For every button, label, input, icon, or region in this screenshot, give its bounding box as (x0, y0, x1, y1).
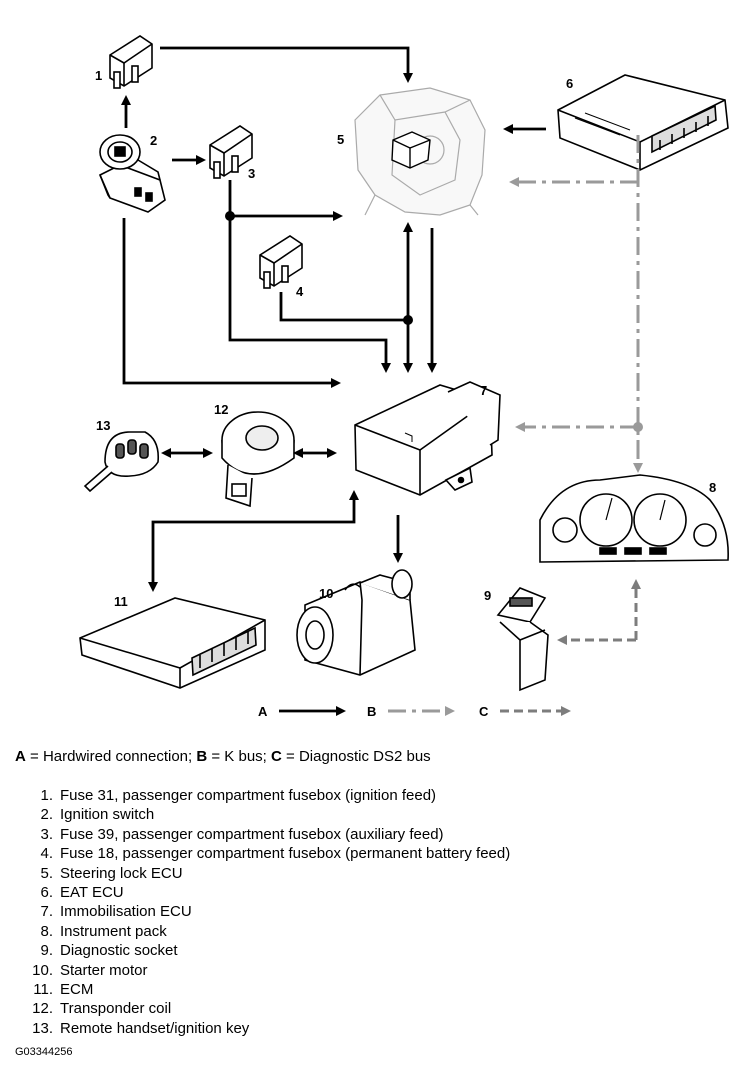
transponder-coil-icon (221, 411, 295, 508)
starter-motor-icon (296, 569, 416, 676)
ds2-bus-connections (557, 579, 641, 645)
label-10: 10 (319, 586, 333, 601)
label-2: 2 (150, 133, 157, 148)
caption-b-text: = K bus; (207, 748, 271, 765)
caption-a-text: = Hardwired connection; (25, 748, 197, 765)
fuse-31-icon (109, 35, 153, 89)
caption-a-key: A (15, 748, 26, 765)
label-12: 12 (214, 402, 228, 417)
instrument-pack-icon (539, 474, 729, 563)
caption-b-key: B (196, 748, 208, 765)
component-labels: 1 2 3 4 5 6 7 8 9 10 11 12 13 (95, 68, 716, 609)
legend-item: 2.Ignition switch (40, 806, 155, 824)
label-13: 13 (96, 418, 110, 433)
k-bus-connections (509, 135, 643, 473)
key-c-label: C (479, 704, 489, 719)
diagnostic-socket-icon (496, 587, 549, 692)
system-diagram: A B C 1 2 3 4 5 6 7 8 9 10 11 12 13 (79, 35, 729, 719)
legend-item: 8.Instrument pack (40, 922, 167, 940)
fuse-18-icon (259, 235, 303, 289)
label-11: 11 (114, 594, 128, 609)
steering-lock-module-icon (391, 131, 431, 169)
connection-caption: A = Hardwired connection; B = K bus; C =… (15, 748, 431, 765)
remote-key-icon (83, 431, 160, 493)
label-9: 9 (484, 588, 491, 603)
label-5: 5 (337, 132, 344, 147)
connection-key: A B C (258, 704, 571, 719)
figure-code: G03344256 (15, 1046, 73, 1058)
ecm-icon (79, 597, 266, 689)
legend-item: 9.Diagnostic socket (40, 942, 178, 960)
label-6: 6 (566, 76, 573, 91)
legend-item: 1.Fuse 31, passenger compartment fusebox… (40, 787, 437, 804)
caption-c-key: C (271, 748, 282, 765)
key-b-label: B (367, 704, 376, 719)
legend-item: 4.Fuse 18, passenger compartment fusebox… (40, 845, 511, 863)
caption-c-text: = Diagnostic DS2 bus (281, 748, 431, 765)
legend-item: 5.Steering lock ECU (40, 864, 183, 882)
key-a-label: A (258, 704, 268, 719)
eat-ecu-icon (557, 74, 729, 171)
legend-item: 6.EAT ECU (40, 883, 124, 901)
label-7: 7 (480, 383, 487, 398)
legend-item: 12.Transponder coil (32, 1000, 172, 1018)
immobilisation-ecu-icon (354, 381, 501, 496)
legend-item: 11.ECM (33, 980, 94, 998)
label-8: 8 (709, 480, 716, 495)
k-bus-junction (633, 422, 643, 432)
label-4: 4 (296, 284, 304, 299)
legend-item: 10.Starter motor (32, 961, 148, 979)
legend-item: 13.Remote handset/ignition key (32, 1019, 250, 1037)
legend-item: 3.Fuse 39, passenger compartment fusebox… (40, 825, 444, 843)
ignition-switch-icon (98, 134, 166, 213)
label-1: 1 (95, 68, 102, 83)
label-3: 3 (248, 166, 255, 181)
junction-dots (225, 211, 413, 325)
fuse-39-icon (209, 125, 253, 179)
legend-item: 7.Immobilisation ECU (40, 903, 192, 921)
component-legend: 1.Fuse 31, passenger compartment fusebox… (20, 786, 510, 1038)
